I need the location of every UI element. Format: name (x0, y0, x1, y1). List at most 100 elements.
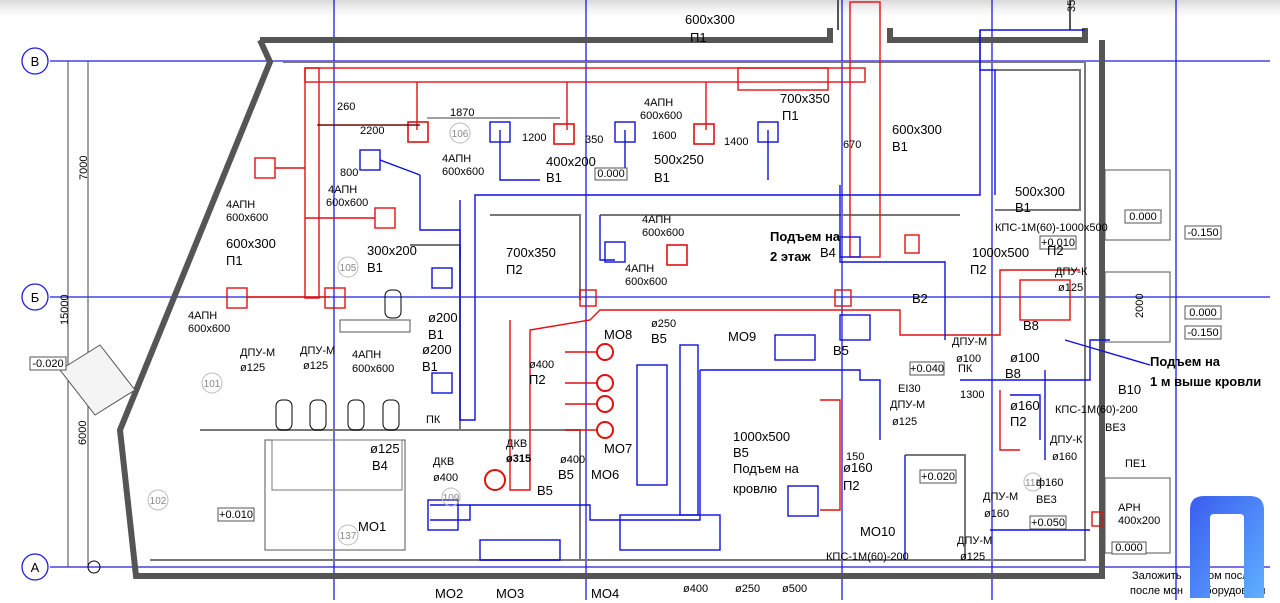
svg-text:1200: 1200 (522, 132, 546, 144)
svg-text:ø100: ø100 (956, 353, 981, 365)
svg-text:2000: 2000 (1134, 294, 1146, 318)
svg-text:П2: П2 (1047, 243, 1064, 258)
svg-text:ø125: ø125 (892, 416, 917, 428)
svg-text:4АПН: 4АПН (352, 349, 381, 361)
svg-text:В1: В1 (654, 170, 670, 185)
svg-text:1000x500: 1000x500 (733, 429, 790, 444)
svg-text:КПС-1М(60)-1000x500: КПС-1М(60)-1000x500 (995, 222, 1108, 234)
svg-text:150: 150 (846, 451, 864, 463)
svg-text:6000: 6000 (77, 421, 89, 445)
svg-text:П1: П1 (782, 108, 799, 123)
svg-text:350: 350 (1066, 0, 1078, 12)
svg-text:600x600: 600x600 (352, 363, 394, 375)
svg-text:П2: П2 (529, 372, 546, 387)
svg-text:7000: 7000 (78, 156, 90, 180)
svg-text:4АПН: 4АПН (644, 97, 673, 109)
svg-text:МО1: МО1 (358, 519, 386, 534)
svg-text:ø125: ø125 (303, 360, 328, 372)
axis-bubble-v: Б (21, 283, 49, 311)
svg-text:ø200: ø200 (428, 310, 458, 325)
svg-text:ø500: ø500 (782, 583, 807, 595)
svg-text:ø200: ø200 (422, 342, 452, 357)
plumbing-fixtures (275, 289, 411, 431)
svg-text:+0.040: +0.040 (910, 363, 944, 375)
svg-text:ø400: ø400 (529, 359, 554, 371)
svg-text:-0.020: -0.020 (32, 358, 63, 370)
svg-text:ø125: ø125 (960, 551, 985, 563)
svg-text:ДПУ-М: ДПУ-М (983, 491, 1018, 503)
svg-text:ДПУ-М: ДПУ-М (240, 347, 275, 359)
brand-logo-icon (1184, 490, 1270, 598)
svg-text:кровлю: кровлю (733, 481, 777, 496)
svg-text:П2: П2 (1010, 414, 1027, 429)
room-numbers: 106 105 101 102 109 137 113 (147, 122, 1043, 546)
svg-text:113: 113 (1025, 478, 1041, 489)
svg-text:МО8: МО8 (604, 327, 632, 342)
svg-text:106: 106 (452, 129, 469, 140)
svg-text:ø400: ø400 (683, 583, 708, 595)
svg-text:ВЕ3: ВЕ3 (1105, 422, 1126, 434)
svg-text:Подъем на: Подъем на (733, 461, 800, 476)
svg-text:ДПУ-М: ДПУ-М (890, 399, 925, 411)
svg-text:400x200: 400x200 (546, 154, 596, 169)
building-walls (59, 0, 1171, 579)
svg-text:МО9: МО9 (728, 329, 756, 344)
svg-text:ø100: ø100 (1010, 350, 1040, 365)
svg-text:ДКВ: ДКВ (506, 438, 527, 450)
svg-text:Подъем на: Подъем на (770, 229, 841, 244)
svg-text:В2: В2 (912, 291, 928, 306)
svg-text:1870: 1870 (450, 107, 474, 119)
svg-text:ø250: ø250 (735, 583, 760, 595)
svg-text:600x300: 600x300 (685, 12, 735, 27)
svg-text:-0.150: -0.150 (1187, 327, 1218, 339)
svg-text:600x600: 600x600 (326, 197, 368, 209)
svg-text:В1: В1 (892, 139, 908, 154)
level-marks: 0.000 -0.150 0.000 -0.150 -0.020 +0.010 … (29, 167, 1222, 555)
svg-text:П2: П2 (970, 262, 987, 277)
svg-text:4АПН: 4АПН (188, 310, 217, 322)
svg-text:В1: В1 (1015, 200, 1031, 215)
svg-text:400x200: 400x200 (1118, 515, 1160, 527)
svg-text:МО7: МО7 (604, 441, 632, 456)
svg-text:В10: В10 (1118, 382, 1141, 397)
svg-text:4АПН: 4АПН (226, 199, 255, 211)
svg-text:1 м выше кровли: 1 м выше кровли (1150, 374, 1261, 389)
svg-text:0.000: 0.000 (1189, 307, 1217, 319)
svg-text:EI30: EI30 (898, 383, 921, 395)
svg-text:ВЕ3: ВЕ3 (1036, 494, 1057, 506)
svg-text:4АПН: 4АПН (328, 184, 357, 196)
supply-diffusers (407, 121, 715, 266)
svg-text:Б: Б (31, 290, 40, 305)
svg-text:700x350: 700x350 (506, 245, 556, 260)
svg-text:600x300: 600x300 (892, 122, 942, 137)
svg-text:+0.050: +0.050 (1031, 517, 1065, 529)
svg-text:-0.150: -0.150 (1187, 227, 1218, 239)
svg-text:102: 102 (150, 496, 167, 507)
svg-text:П2: П2 (843, 478, 860, 493)
svg-text:В: В (31, 54, 40, 69)
svg-text:Заложить: Заложить (1132, 570, 1182, 582)
dimensions: 7000 15000 6000 350 2000 260 2200 1870 1… (59, 0, 1146, 463)
svg-text:0.000: 0.000 (597, 168, 625, 180)
svg-text:ø160: ø160 (1052, 451, 1077, 463)
svg-text:ø160: ø160 (843, 460, 873, 475)
svg-text:ø125: ø125 (1058, 282, 1083, 294)
svg-text:ДПУ-К: ДПУ-К (1055, 266, 1088, 278)
svg-text:ø160: ø160 (984, 508, 1009, 520)
svg-text:ДКВ: ДКВ (433, 456, 454, 468)
svg-text:105: 105 (340, 263, 357, 274)
svg-text:+0.020: +0.020 (921, 471, 955, 483)
svg-text:КПС-1М(60)-200: КПС-1М(60)-200 (1055, 404, 1138, 416)
svg-text:В5: В5 (833, 343, 849, 358)
svg-text:600x600: 600x600 (226, 212, 268, 224)
svg-text:В5: В5 (558, 467, 574, 482)
svg-text:В1: В1 (367, 260, 383, 275)
svg-text:600x300: 600x300 (226, 236, 276, 251)
svg-text:1400: 1400 (724, 136, 748, 148)
svg-text:2 этаж: 2 этаж (770, 249, 811, 264)
svg-text:1300: 1300 (960, 389, 984, 401)
svg-text:В1: В1 (422, 359, 438, 374)
svg-text:ø400: ø400 (433, 472, 458, 484)
axis-bubble-a: А (21, 553, 49, 581)
svg-text:ПК: ПК (426, 414, 441, 426)
